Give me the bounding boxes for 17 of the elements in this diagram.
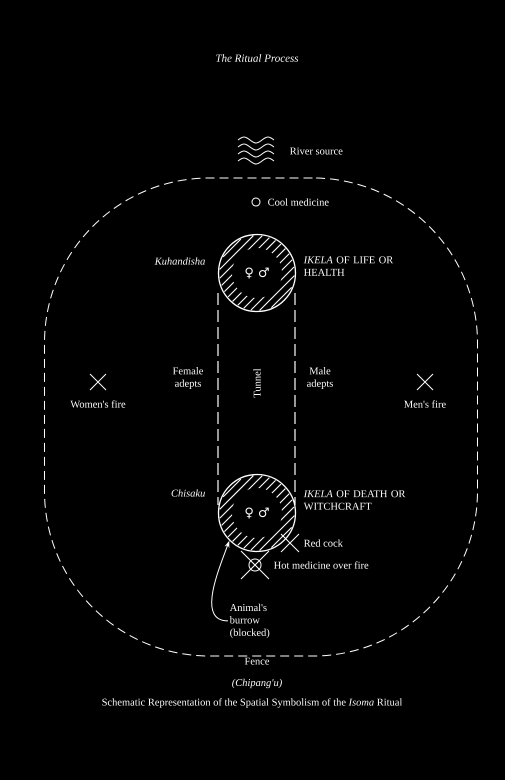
title: The Ritual Process bbox=[216, 54, 298, 62]
node-label: (Chipang'u) bbox=[232, 678, 282, 688]
symbol-label: River source bbox=[290, 148, 342, 155]
symbol-label: Women's fire bbox=[70, 400, 126, 408]
tunnel: Tunnel bbox=[217, 293, 296, 505]
side-label: Chisaku bbox=[172, 489, 205, 497]
side-label: IKELA OF DEATH OR WITCHCRAFT bbox=[304, 490, 406, 510]
side-label: Kuhandisha bbox=[154, 257, 205, 265]
caption: Schematic Representation of the Spatial Symbolism of the Isoma Ritual bbox=[102, 698, 402, 708]
symbol-label: Hot medicine over fire bbox=[274, 561, 368, 569]
side-label: IKELA OF LIFE OR HEALTH bbox=[304, 256, 394, 276]
area-label: Male adepts bbox=[307, 367, 333, 389]
text-label: Animal's burrow (blocked) bbox=[230, 604, 270, 638]
symbol-label: Men's fire bbox=[404, 400, 446, 408]
symbol-label: Cool medicine bbox=[268, 198, 329, 206]
area-label: Female adepts bbox=[172, 367, 204, 389]
node-label: Fence bbox=[244, 658, 270, 665]
